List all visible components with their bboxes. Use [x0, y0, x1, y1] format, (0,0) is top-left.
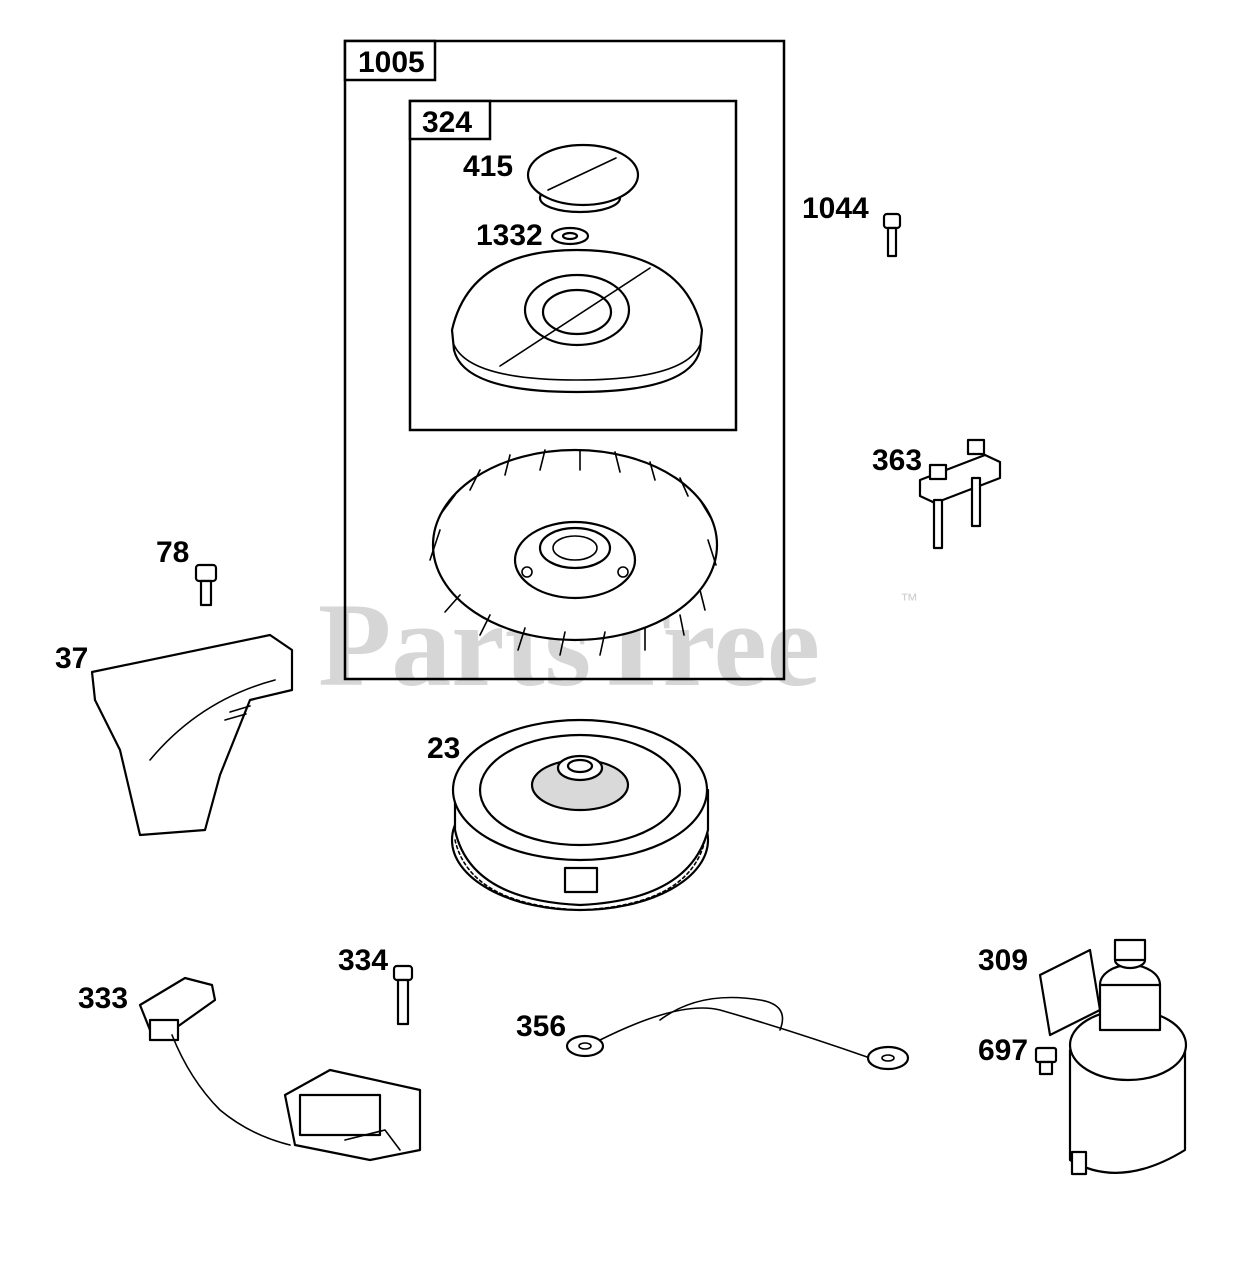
- callout-324[interactable]: 324: [422, 106, 472, 139]
- part-415-cap: [526, 143, 640, 214]
- part-697-nut: [1034, 1046, 1058, 1076]
- callout-415[interactable]: 415: [463, 150, 513, 183]
- callout-37[interactable]: 37: [55, 642, 88, 675]
- kit-324-box: 324: [408, 99, 738, 432]
- callout-333[interactable]: 333: [78, 982, 128, 1015]
- callout-697[interactable]: 697: [978, 1034, 1028, 1067]
- part-363-bracket: [918, 438, 1002, 550]
- callout-78[interactable]: 78: [156, 536, 189, 569]
- watermark-trademark: ™: [900, 590, 918, 610]
- part-78-bolt: [194, 563, 218, 607]
- part-37-air-guide: [90, 633, 294, 837]
- part-1332-washer: [550, 226, 590, 246]
- part-333-ignition-coil: [138, 976, 422, 1162]
- callout-1005[interactable]: 1005: [358, 46, 425, 79]
- part-1044-screw: [882, 212, 902, 258]
- callout-363[interactable]: 363: [872, 444, 922, 477]
- part-309-starter-motor: [1038, 938, 1188, 1176]
- part-334-screw: [392, 964, 414, 1026]
- callout-23[interactable]: 23: [427, 732, 460, 765]
- callout-309[interactable]: 309: [978, 944, 1028, 977]
- callout-1332[interactable]: 1332: [476, 219, 543, 252]
- part-23-flywheel: [450, 718, 710, 912]
- part-356-ground-wire: [565, 996, 910, 1071]
- part-blower-fan: [429, 448, 719, 656]
- callout-356[interactable]: 356: [516, 1010, 566, 1043]
- part-rotating-screen: [450, 248, 704, 394]
- callout-1044[interactable]: 1044: [802, 192, 869, 225]
- kit-1005-box: 1005: [343, 39, 786, 681]
- callout-334[interactable]: 334: [338, 944, 388, 977]
